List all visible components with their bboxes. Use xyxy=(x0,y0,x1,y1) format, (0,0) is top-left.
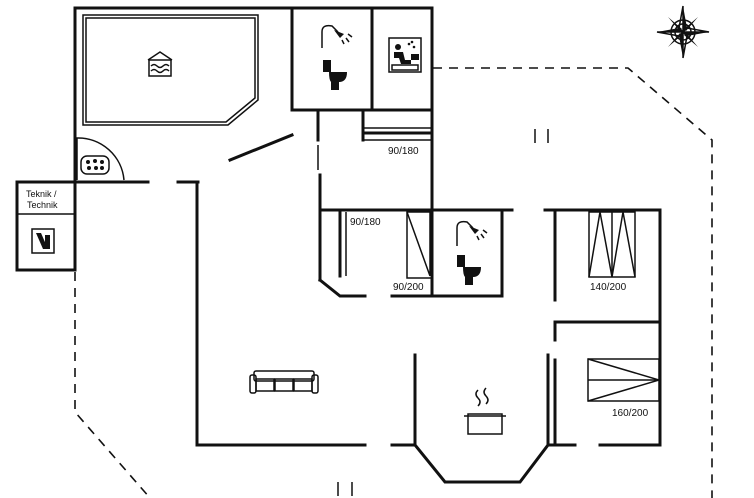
bed-right-bottom xyxy=(587,358,662,402)
cooking-pot-icon xyxy=(464,387,506,435)
terrace-outline xyxy=(74,67,713,498)
sauna-icon xyxy=(388,37,422,73)
shower-icon xyxy=(321,24,353,48)
technik-label: Teknik / xyxy=(26,189,57,199)
pool xyxy=(82,14,259,126)
bed-middle xyxy=(406,211,433,279)
compass-rose-icon xyxy=(656,5,710,59)
toilet-icon xyxy=(457,255,481,285)
bed-size-label: 90/180 xyxy=(388,146,419,157)
pool-icon xyxy=(147,51,173,77)
bed-right-top xyxy=(588,211,636,278)
whirlpool xyxy=(76,137,125,181)
bed-size-label: 90/180 xyxy=(350,217,381,228)
shower-icon xyxy=(456,220,488,246)
technik-label: Technik xyxy=(27,200,58,210)
sofa-icon xyxy=(249,370,319,394)
bed-top xyxy=(361,108,434,142)
bed-size-label: 160/200 xyxy=(612,408,649,419)
walls xyxy=(15,6,662,484)
toilet-icon xyxy=(323,60,347,90)
washing-machine-icon xyxy=(31,228,55,254)
bed-size-label: 140/200 xyxy=(590,282,627,293)
bed-size-label: 90/200 xyxy=(393,282,424,293)
whirlpool-icon xyxy=(80,155,110,175)
